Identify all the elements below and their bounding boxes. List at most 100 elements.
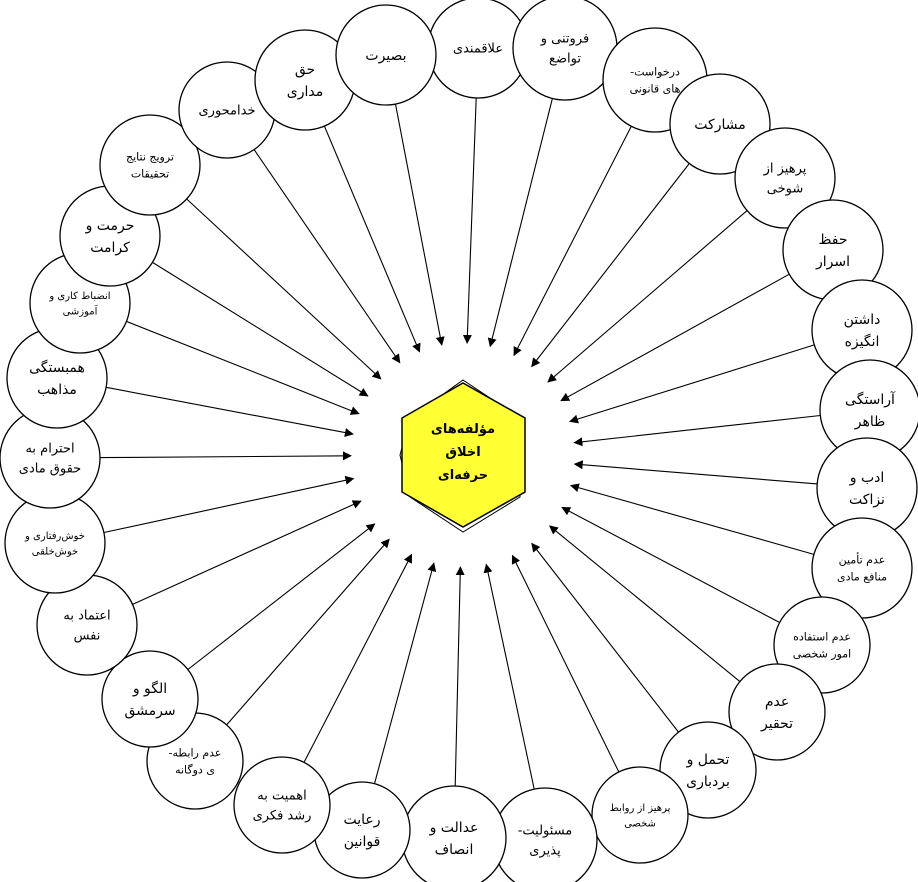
connector-arrow-enzebat [126, 320, 360, 415]
connector-arrow-hoghugh [99, 451, 352, 461]
node-khodamehvari: خدامحوری [178, 61, 276, 159]
connector-arrow-etemad [132, 500, 362, 605]
node-label-line: داشتن [844, 312, 881, 328]
connector-arrow-tahghir [549, 525, 741, 683]
connector-arrow-haghmadari [323, 125, 421, 353]
node-parhiz-shookhi: پرهیز از شوخی [734, 127, 836, 229]
connector-arrow-hormat [152, 261, 369, 397]
node-label-line: انصاف [435, 842, 474, 858]
connector-arrow-masuliat [483, 563, 535, 790]
node-label-line: تواضع [549, 52, 581, 67]
node-circle [101, 650, 199, 748]
node-label-line: عدالت و [429, 820, 479, 836]
node-label-line: اهمیت به [257, 789, 306, 804]
node-label-line: عدم [765, 694, 789, 710]
connectors-layer [99, 97, 821, 790]
connector-arrow-hefz-asrar [560, 273, 790, 402]
node-label-line: خوش‌خلقی [32, 546, 78, 557]
node-label-line: بردباری [686, 774, 730, 790]
node-ravabet: پرهیز از روابط شخصی [591, 766, 689, 864]
node-hoghugh: احترام به حقوق مادی [0, 407, 101, 509]
node-label-line: پذیری [529, 844, 561, 859]
connector-arrow-adab [573, 460, 818, 485]
node-roshd: اهمیت به رشد فکری [233, 756, 331, 854]
node-circle [335, 4, 437, 106]
node-circle [659, 721, 757, 819]
node-label-line: آموزشی [63, 304, 99, 317]
node-label-line: بصیرت [365, 48, 406, 64]
node-edalat: عدالت و انصاف [401, 785, 507, 882]
node-label-line: درخواست- [630, 65, 680, 78]
node-label-line: آراستگی [845, 391, 896, 408]
connector-arrow-khodamehvari [253, 149, 401, 364]
node-tahghir: عدم تحقیر [728, 663, 826, 761]
node-label-line: حرمت و [85, 218, 135, 234]
node-label-line: فروتنی و [540, 32, 589, 47]
connector-arrow-edalat [454, 566, 465, 787]
node-label-line: پرهیز از روابط [610, 803, 671, 814]
node-label-line: تحقیقات [131, 167, 169, 180]
connector-arrow-arastegi [573, 414, 821, 447]
connector-arrow-alaghemandi [462, 97, 477, 344]
node-adab: ادب و نزاکت [816, 437, 918, 539]
node-label-line: انگیزه [845, 333, 880, 350]
center-hub: مؤلفه‌های اخلاق حرفه‌ای [399, 379, 526, 533]
node-circle [512, 0, 618, 101]
node-label-line: تحقیر [760, 716, 793, 732]
connector-arrow-manafe [569, 483, 815, 555]
node-label-line: مذاهب [37, 382, 77, 398]
node-etemad: اعتماد به نفس [36, 574, 138, 676]
node-label-line: حق [295, 62, 315, 78]
connector-arrow-tarvij [186, 198, 382, 380]
node-alaghemandi: علاقمندی [427, 0, 529, 99]
connector-arrow-olgoo [187, 523, 376, 670]
node-label-line: ادب و [849, 470, 885, 486]
node-label-line: رشد فکری [253, 809, 312, 824]
connector-arrow-mazaheb [105, 386, 354, 438]
connector-arrow-dogane [226, 538, 390, 726]
node-label-line: نفس [74, 629, 101, 644]
node-label-line: نزاکت [849, 492, 885, 508]
connector-arrow-parhiz-shookhi [547, 210, 748, 383]
connector-arrow-roshd [303, 553, 413, 763]
node-circle [734, 127, 836, 229]
connector-arrow-mosharekat [531, 163, 690, 368]
node-label-line: علاقمندی [453, 42, 503, 57]
node-label-line: عدم تأمین [839, 551, 886, 566]
node-label-line: مشارکت [694, 117, 745, 133]
connector-arrow-darkhast [513, 126, 632, 357]
connector-arrow-qavanin [373, 562, 437, 784]
node-label-line: انضباط کاری و [48, 291, 110, 302]
node-label-line: احترام به [25, 442, 74, 457]
node-label-line: امور شخصی [793, 647, 851, 660]
node-label-line: اسرار [815, 254, 850, 270]
node-label-line: مسئولیت- [518, 824, 573, 839]
node-label-line: شخصی [624, 818, 656, 829]
node-label-line: عدم استفاده [793, 630, 851, 643]
connector-arrow-ravabet [511, 554, 620, 773]
node-label-line: شوخی [767, 182, 803, 197]
hub-title-line-2: اخلاق [445, 445, 480, 460]
node-label-line: ی دوگانه [175, 763, 215, 776]
node-arastegi: آراستگی ظاهر [819, 359, 918, 461]
node-label-line: خوش‌رفتاری و [24, 531, 85, 542]
node-label-line: اعتماد به [63, 609, 110, 624]
connector-arrow-basirat [394, 103, 445, 346]
hub-hexagon [401, 382, 526, 528]
node-masuliat: مسئولیت- پذیری [492, 787, 598, 882]
node-angizeh: داشتن انگیزه [811, 279, 913, 381]
node-label-line: رعایت [343, 812, 380, 828]
node-label-line: حقوق مادی [19, 462, 81, 477]
node-label-line: سرمشق [124, 703, 175, 719]
node-label-line: پرهیز از [763, 162, 807, 177]
node-label-line: همبستگی [29, 359, 85, 376]
node-circle [591, 766, 689, 864]
node-forootani: فروتنی و تواضع [512, 0, 618, 101]
node-circle [99, 114, 201, 216]
node-label-line: ظاهر [854, 414, 886, 430]
